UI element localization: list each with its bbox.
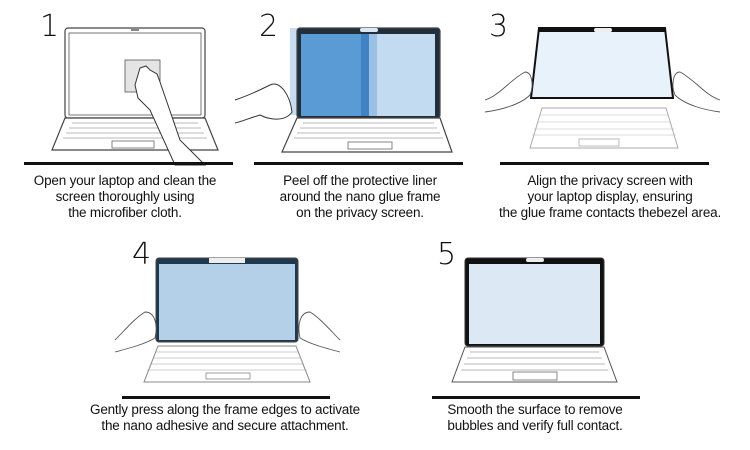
step-caption: Align the privacy screen with your lapto… <box>498 173 722 220</box>
step-number: 5 <box>437 237 457 272</box>
step-caption: Gently press along the frame edges to ac… <box>90 402 360 433</box>
step-caption: Peel off the protective liner around the… <box>279 173 441 220</box>
peeling-liner-illustration <box>234 27 453 153</box>
step-5: 5 Smooth the surface to remove bubbles a… <box>410 230 660 450</box>
step-caption: Open your laptop and clean the screen th… <box>33 173 217 220</box>
step-number: 2 <box>259 9 279 44</box>
divider <box>432 396 640 399</box>
aligning-screen-illustration <box>484 27 721 149</box>
divider <box>254 162 463 165</box>
finished-installation-illustration <box>451 257 618 383</box>
step-1: 1 Open your laptop and clean the screen … <box>0 0 250 230</box>
laptop-cleaning-illustration <box>51 27 219 166</box>
step-2: 2 Peel off the protective liner around t… <box>230 0 490 230</box>
step-4: 4 Gently press along the frame edges to … <box>60 230 390 450</box>
divider <box>24 162 233 165</box>
divider <box>122 396 330 399</box>
pressing-edges-illustration <box>114 257 341 383</box>
step-number: 4 <box>132 237 152 272</box>
step-number: 3 <box>489 9 509 44</box>
divider <box>500 162 709 165</box>
step-number: 1 <box>40 9 60 44</box>
step-caption: Smooth the surface to remove bubbles and… <box>447 402 623 433</box>
step-3: 3 Align the privacy screen with your lap… <box>470 0 750 230</box>
